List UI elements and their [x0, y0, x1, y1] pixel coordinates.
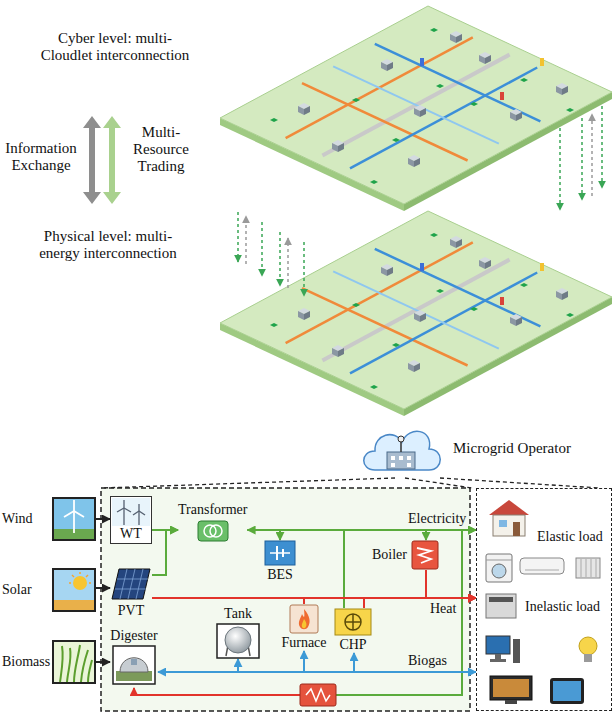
component-box: Microgrid Operator — [357, 418, 571, 478]
energy-flow-connector — [364, 598, 476, 608]
pv-panel-icon — [111, 566, 151, 602]
component-box: Furnace — [280, 604, 328, 651]
tablet-icon — [549, 677, 585, 705]
energy-flow-connector — [152, 530, 178, 575]
node-label: BES — [267, 567, 293, 583]
biomass-icon — [52, 640, 96, 684]
component-box: Solar — [2, 568, 96, 612]
energy-flow-connector — [248, 530, 281, 540]
node-label: Inelastic load — [525, 599, 600, 615]
digester-icon — [112, 645, 156, 685]
computer-icon — [485, 635, 521, 665]
node-label: WT — [120, 526, 142, 542]
wind-icon — [52, 497, 96, 541]
heat-exchanger — [300, 684, 336, 706]
tank-icon — [216, 623, 260, 659]
node-label: Solar — [2, 582, 32, 598]
energy-flow-connector — [440, 478, 600, 488]
node-label: CHP — [339, 637, 366, 653]
component-box: Digester — [110, 628, 158, 685]
energy-flow-connector — [96, 661, 110, 663]
component-box: Biomass — [2, 640, 96, 684]
node-label: PVT — [118, 603, 144, 619]
annotation-label: Heat — [430, 601, 456, 617]
energy-flow-connector — [158, 659, 238, 672]
component-box: PVT — [110, 566, 152, 619]
annotation-label: Information Exchange — [2, 140, 80, 174]
energy-flow-connector — [96, 518, 110, 520]
annotation-label: Cyber level: multi- Cloudlet interconnec… — [33, 30, 197, 64]
radiator-icon — [575, 555, 601, 581]
component-box: CHP — [334, 608, 372, 653]
transformer-icon — [197, 520, 229, 542]
heat-exchanger-wires — [134, 530, 462, 695]
exchange-arrows — [83, 116, 121, 204]
node-label: Biomass — [2, 654, 50, 670]
component-box: Wind — [2, 497, 96, 541]
battery-icon — [264, 540, 296, 566]
air-conditioner-icon — [519, 557, 565, 577]
node-label: Boiler — [372, 547, 407, 563]
turbine-icon — [112, 498, 150, 526]
chp-icon — [334, 608, 372, 636]
house-icon — [485, 497, 533, 537]
solar-icon — [52, 568, 96, 612]
component-box: Tank — [216, 606, 260, 659]
component-box: WT — [110, 496, 152, 544]
annotation-label: Physical level: multi- energy interconne… — [28, 228, 188, 262]
node-label: Wind — [2, 511, 33, 527]
load-group: Elastic loadInelastic load — [476, 488, 612, 711]
node-label: Transformer — [178, 502, 247, 518]
boiler-icon — [411, 540, 439, 570]
energy-flow-connector — [248, 530, 427, 540]
node-label: Digester — [110, 628, 157, 644]
component-box: Transformer — [178, 502, 247, 542]
operator-links — [101, 478, 472, 488]
annotation-label: Electricity — [408, 511, 466, 527]
energy-flow-connector — [96, 587, 110, 589]
dishwasher-icon — [485, 593, 517, 619]
system-boundary — [101, 488, 470, 711]
component-box: Boiler — [372, 540, 439, 570]
annotation-label: Biogas — [408, 653, 447, 669]
furnace-icon — [289, 604, 319, 634]
component-box: BES — [262, 540, 298, 583]
annotation-label: Multi- Resource Trading — [126, 124, 196, 175]
node-label: Furnace — [281, 635, 326, 651]
energy-flow-connector — [344, 530, 476, 608]
washer-icon — [485, 553, 513, 583]
tv-icon — [489, 675, 533, 705]
cloud-icon — [357, 418, 445, 478]
interlayer-arrows — [238, 106, 602, 296]
node-label: Elastic load — [537, 529, 603, 545]
node-label: Microgrid Operator — [453, 440, 571, 457]
energy-flow-connector — [426, 570, 476, 598]
bulb-icon — [577, 635, 599, 665]
node-label: Tank — [224, 606, 252, 622]
